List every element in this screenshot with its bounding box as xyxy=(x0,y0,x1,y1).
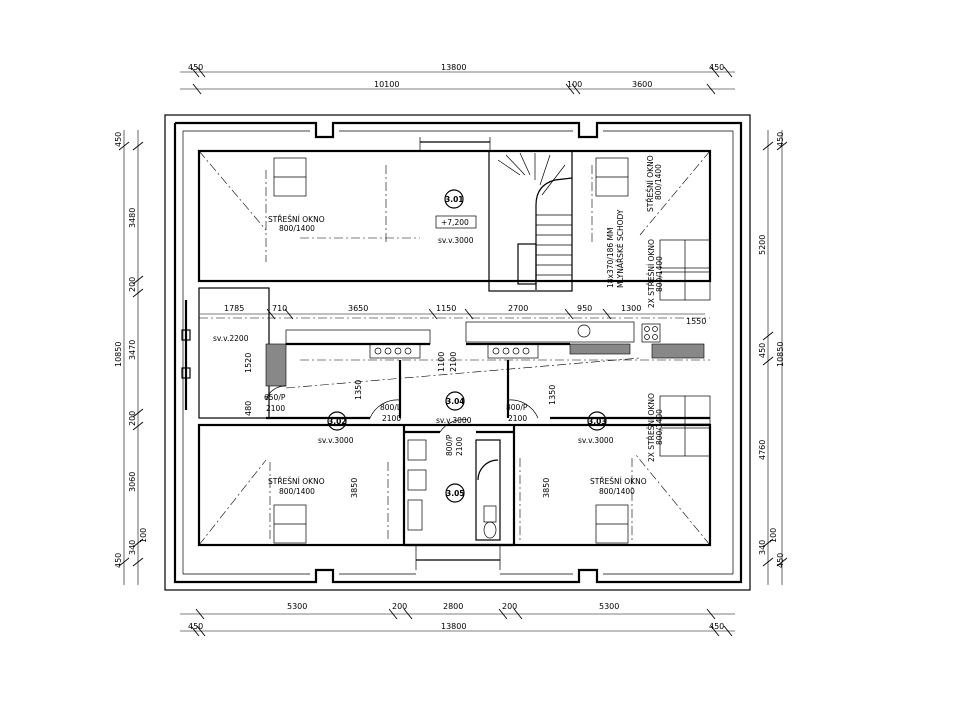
dim-left-a: 3480 xyxy=(128,208,137,228)
annotations: STŘEŠNÍ OKNO 800/1400 STŘEŠNÍ OKNO 800/1… xyxy=(213,155,664,496)
door-650-height: 2100 xyxy=(266,404,285,413)
dim-right-c: 4760 xyxy=(758,440,767,460)
dim-bot-e: 5300 xyxy=(599,602,619,611)
dim-corr-4: 1150 xyxy=(436,304,456,313)
door-800p-vert-label: 800/P xyxy=(445,434,454,456)
dim-right-b: 450 xyxy=(758,343,767,358)
outlet-circles xyxy=(374,323,661,355)
dim-left-f: 340 xyxy=(128,540,137,555)
stairs-size-label: 18x370/186 MM xyxy=(606,228,615,288)
room-labels: 3.01 +7,200 sv.v.3000 3.02 sv.v.3000 3.0… xyxy=(318,195,614,498)
roof-window-2x-label-e2: 2X STŘEŠNÍ OKNO xyxy=(647,393,656,462)
roof-window-size-ne: 800/1400 xyxy=(654,164,663,200)
dim-corr-5: 2700 xyxy=(508,304,528,313)
dim-480: 480 xyxy=(244,401,253,416)
dimension-labels: 450 13800 450 10100 100 3600 5300 200 28… xyxy=(114,63,785,631)
dim-corr-2: 710 xyxy=(272,304,287,313)
dim-bot-b: 200 xyxy=(392,602,407,611)
roof-window-label-sw: STŘEŠNÍ OKNO xyxy=(268,477,325,486)
dim-3850-l: 3850 xyxy=(350,478,359,498)
dim-1100: 1100 xyxy=(437,352,446,372)
door-800l-height: 2100 xyxy=(382,414,401,423)
dim-corr-1: 1785 xyxy=(224,304,244,313)
dim-right-total: 10850 xyxy=(776,342,785,367)
roof-window-label-ne: STŘEŠNÍ OKNO xyxy=(646,155,655,212)
dim-top-right: 450 xyxy=(709,63,724,72)
dim-left-c: 3470 xyxy=(128,340,137,360)
dim-top-left: 450 xyxy=(188,63,203,72)
door-800p-height: 2100 xyxy=(508,414,527,423)
dim-bot-total: 13800 xyxy=(441,622,466,631)
dim-right-a: 5200 xyxy=(758,235,767,255)
room-303-height: sv.v.3000 xyxy=(578,436,614,445)
room-301-level: +7,200 xyxy=(441,218,469,227)
roof-window-2x-label-e1: 2X STŘEŠNÍ OKNO xyxy=(647,239,656,308)
dim-left-g: 100 xyxy=(139,528,148,543)
dim-1550: 1550 xyxy=(686,317,706,326)
dim-corr-3: 3650 xyxy=(348,304,368,313)
door-800l-label: 800/L xyxy=(380,403,402,412)
dim-left-b: 200 xyxy=(128,277,137,292)
roof-window-symbols xyxy=(273,157,711,544)
dim-bot-left: 450 xyxy=(188,622,203,631)
dim-2100-v: 2100 xyxy=(449,352,458,372)
dim-1350-r: 1350 xyxy=(548,385,557,405)
dim-top-a: 10100 xyxy=(374,80,399,89)
door-650-label: 650/P xyxy=(264,393,286,402)
door-800p-vert-height: 2100 xyxy=(455,437,464,456)
room-304-height: sv.v.3000 xyxy=(436,416,472,425)
dimension-lines xyxy=(118,66,788,637)
room-303-number: 3.03 xyxy=(588,417,607,426)
dim-bot-c: 2800 xyxy=(443,602,463,611)
roof-window-2x-size-e1: 800/1400 xyxy=(655,256,664,292)
building-outline xyxy=(164,114,751,591)
dim-left-top: 450 xyxy=(114,132,123,147)
roof-window-size-nw: 800/1400 xyxy=(279,224,315,233)
door-800p-label: 800/P xyxy=(506,403,528,412)
room-301-height: sv.v.3000 xyxy=(438,236,474,245)
dim-left-d: 200 xyxy=(128,411,137,426)
room-304-number: 3.04 xyxy=(446,397,465,406)
roof-window-size-sw: 800/1400 xyxy=(279,487,315,496)
dim-1350-l: 1350 xyxy=(354,380,363,400)
room-302-height: sv.v.3000 xyxy=(318,436,354,445)
dim-left-bottom: 450 xyxy=(114,553,123,568)
dim-bot-a: 5300 xyxy=(287,602,307,611)
roof-window-size-se: 800/1400 xyxy=(599,487,635,496)
roof-window-label-nw: STŘEŠNÍ OKNO xyxy=(268,215,325,224)
dim-right-e: 100 xyxy=(769,528,778,543)
room-302-number: 3.02 xyxy=(328,417,347,426)
dim-top-c: 3600 xyxy=(632,80,652,89)
dim-corr-7: 1300 xyxy=(621,304,641,313)
stairs-name-label: MLYNÁŘSKÉ SCHODY xyxy=(616,209,625,288)
dim-corr-6: 950 xyxy=(577,304,592,313)
dim-1520: 1520 xyxy=(244,353,253,373)
dim-left-total: 10850 xyxy=(114,342,123,367)
dim-3850-r: 3850 xyxy=(542,478,551,498)
dim-bot-d: 200 xyxy=(502,602,517,611)
room-305-number: 3.05 xyxy=(446,489,465,498)
dim-top-total: 13800 xyxy=(441,63,466,72)
stair-treads xyxy=(497,152,573,290)
closet-height-label: sv.v.2200 xyxy=(213,334,249,343)
roof-window-2x-size-e2: 800/1400 xyxy=(655,409,664,445)
dim-right-bottom: 450 xyxy=(776,553,785,568)
dim-top-b: 100 xyxy=(567,80,582,89)
dim-right-d: 340 xyxy=(758,540,767,555)
roof-window-label-se: STŘEŠNÍ OKNO xyxy=(590,477,647,486)
dim-right-top: 450 xyxy=(776,132,785,147)
dim-bot-right: 450 xyxy=(709,622,724,631)
room-301-number: 3.01 xyxy=(445,195,464,204)
dim-left-e: 3060 xyxy=(128,472,137,492)
